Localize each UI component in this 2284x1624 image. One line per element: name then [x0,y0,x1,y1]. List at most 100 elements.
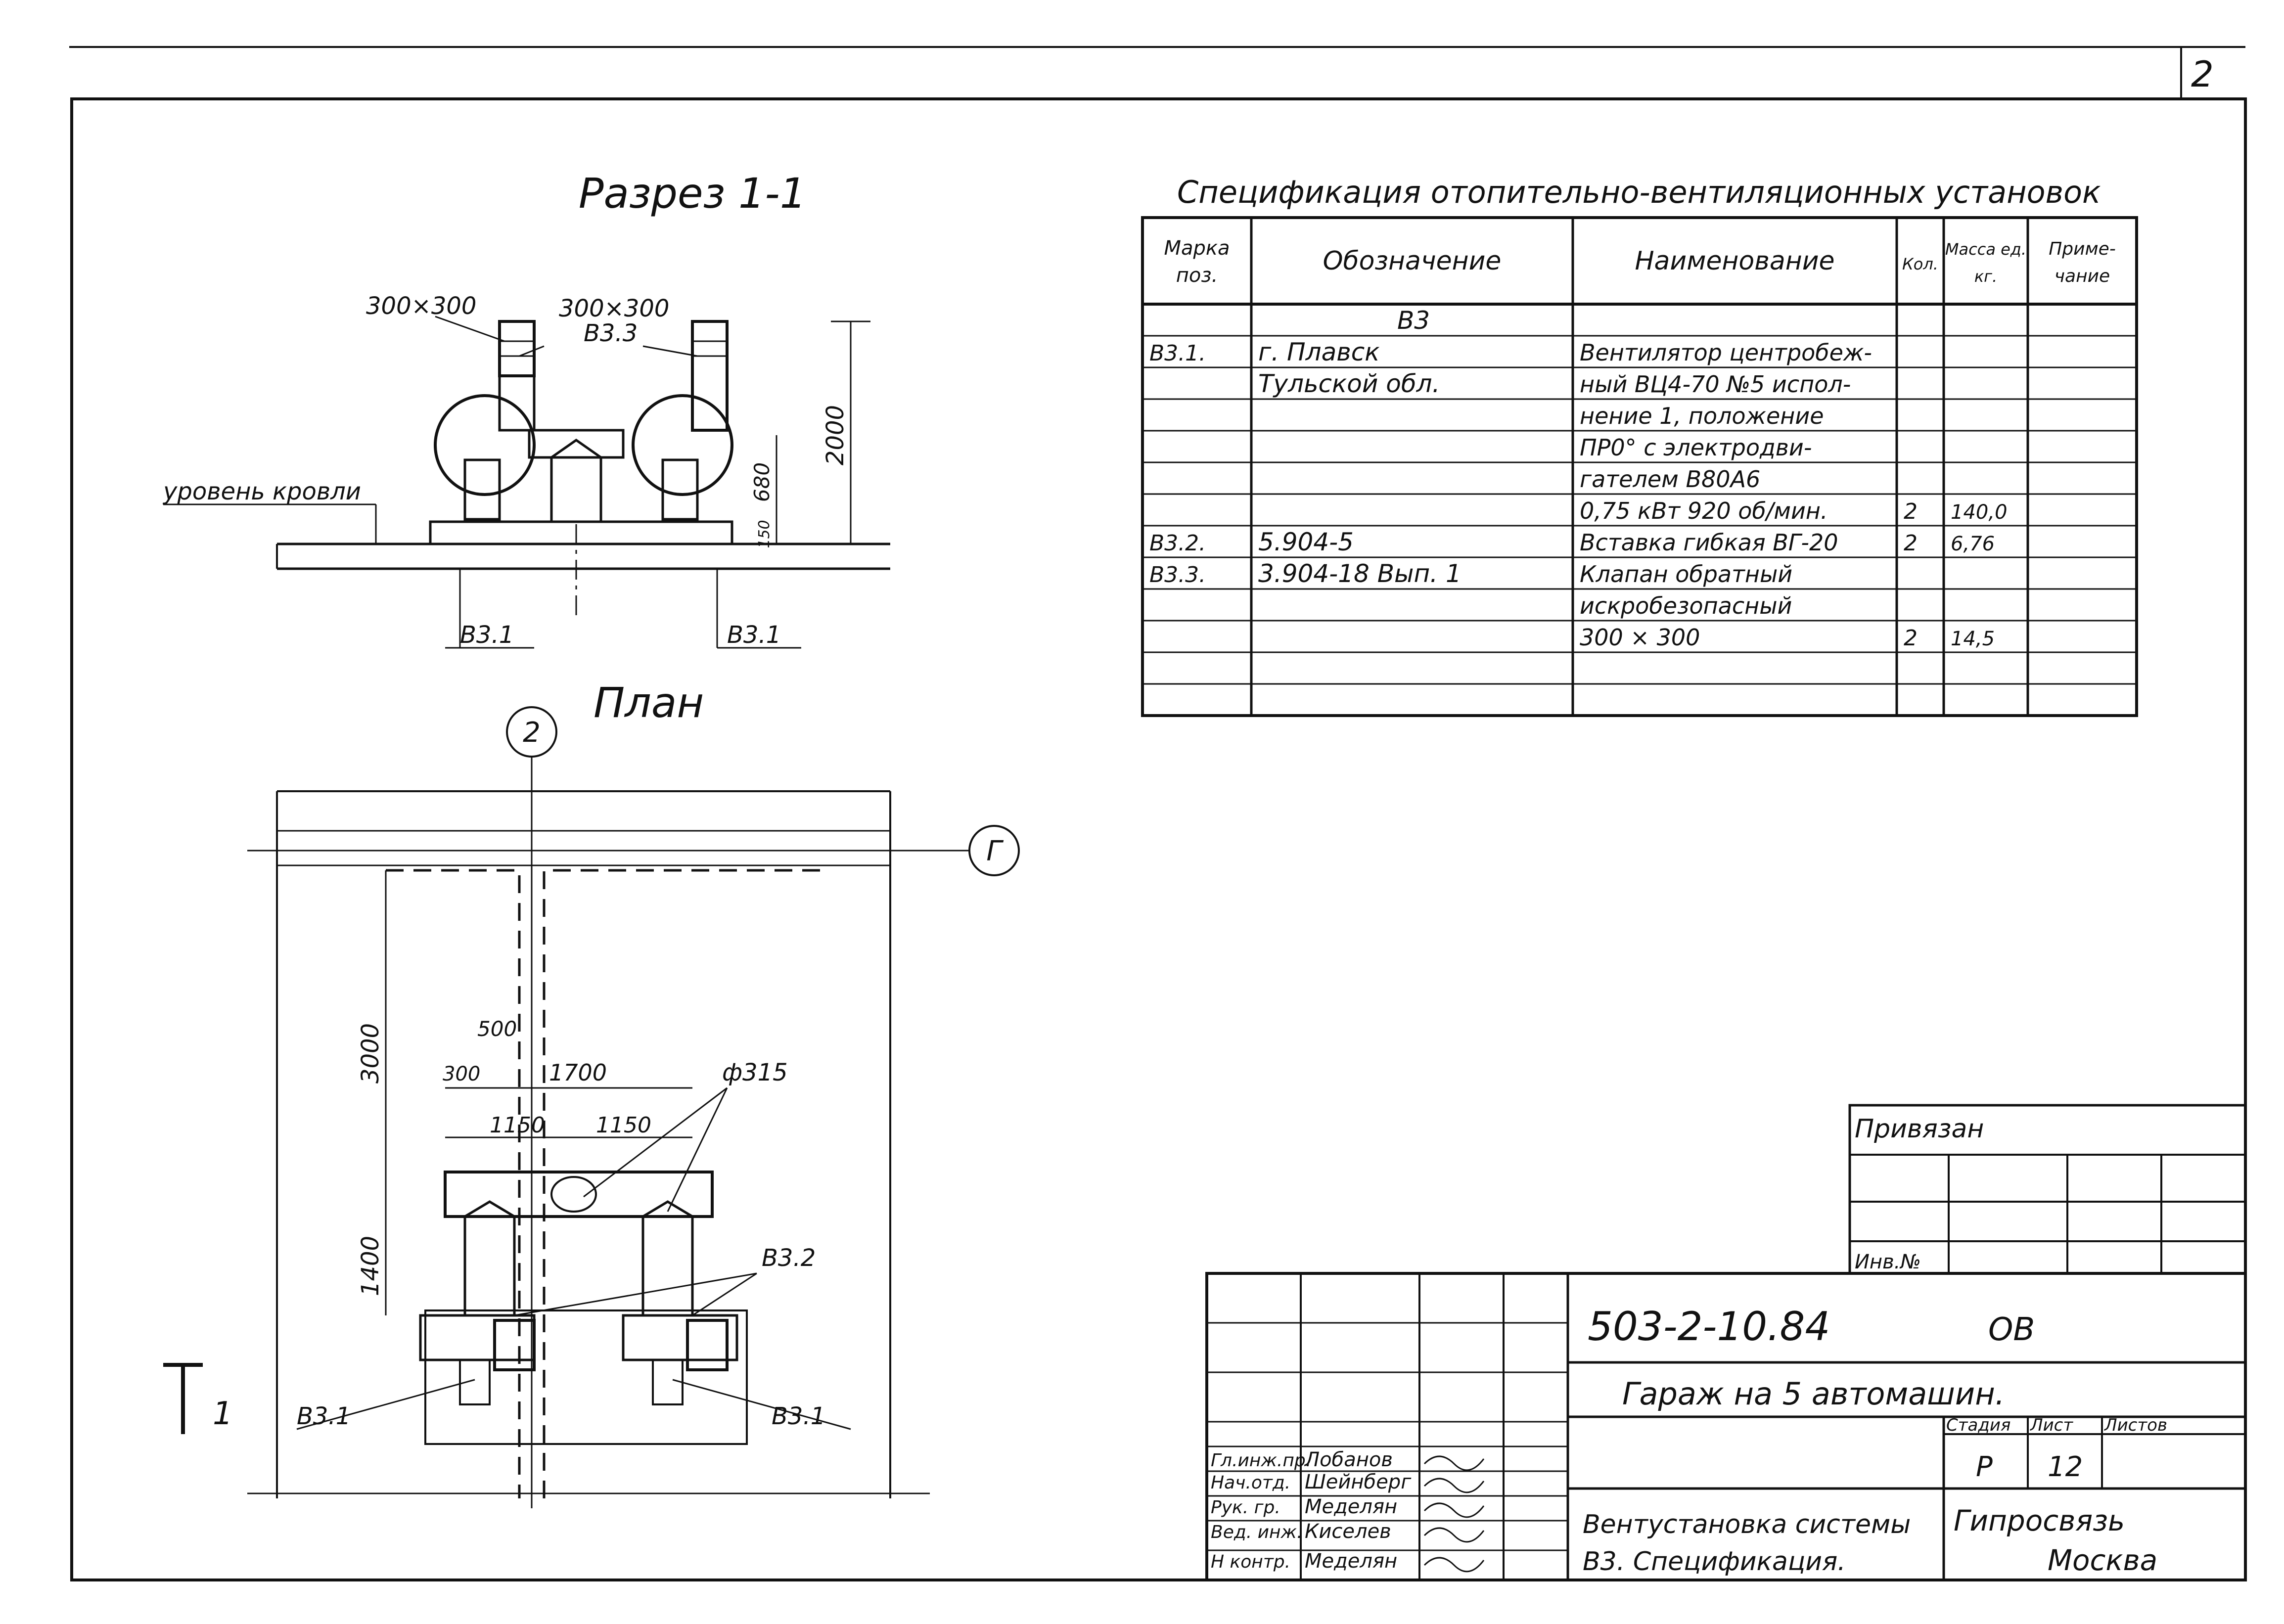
corner-sheet-number: 2 [2191,53,2214,95]
dim-680: 680 [750,462,774,502]
spec-cell-r10-c3: 2 [1904,626,1918,651]
spec-cell-r3-c2: нение 1, положение [1580,403,1824,429]
spec-header-0: поз. [1176,264,1218,287]
stage-label: Стадия [1946,1415,2010,1435]
spec-header-1: Обозначение [1323,246,1502,276]
spec-cell-r7-c2: Вставка гибкая ВГ-20 [1580,529,1838,556]
spec-cell-r9-c2: искробезопасный [1580,592,1792,619]
dim-diameter: ф315 [722,1059,788,1086]
staff-role: Рук. гр. [1211,1497,1280,1518]
spec-cell-r1-c1: г. Плавск [1258,338,1379,366]
motor-right [661,458,699,521]
spec-cell-r6-c4: 140,0 [1951,501,2008,524]
document-mark: ОВ [1988,1311,2035,1348]
spec-cell-r8-c1: 3.904-18 Вып. 1 [1258,559,1462,588]
drawing-frame [70,97,2247,1581]
spec-cell-r7-c1: 5.904-5 [1258,528,1354,556]
spec-cell-r8-c0: В3.3. [1149,562,1206,587]
roof-level-label: уровень кровли [162,478,361,505]
leader [435,316,505,342]
spec-header-5: Приме- [2049,239,2116,259]
leader [667,1087,728,1212]
dim-500: 500 [477,1017,517,1041]
title-block-frame [1205,1272,2247,1581]
dim-1400: 1400 [357,1236,384,1296]
staff-name: Лобанов [1304,1448,1393,1471]
spec-header-4: кг. [1974,267,1997,286]
frame-beam [528,429,625,459]
stage-value: Р [1976,1451,1993,1483]
spec-header-4: Масса ед. [1945,240,2026,259]
spec-cell-r6-c2: 0,75 кВт 920 об/мин. [1580,497,1828,524]
plan-title: План [594,678,704,727]
spec-cell-r2-c2: ный ВЦ4-70 №5 испол- [1580,371,1851,398]
spec-cell-r7-c4: 6,76 [1951,533,1995,555]
plan-callout-right: В3.1 [772,1402,825,1430]
staff-role: Нач.отд. [1211,1473,1290,1493]
sheet-value: 12 [2048,1451,2083,1483]
dim-150: 150 [756,520,773,548]
signature-icon [1423,1502,1485,1518]
dim-2000: 2000 [822,405,849,465]
staff-name: Киселев [1305,1520,1391,1543]
spec-cell-r7-c0: В3.2. [1149,531,1206,556]
signature-icon [1423,1557,1485,1573]
sheet-label: Лист [2029,1415,2073,1435]
support-frame [429,520,733,545]
plan-base-outline [424,1309,748,1445]
staff-role: Вед. инж. [1211,1522,1302,1542]
dim-300: 300 [443,1063,480,1085]
spec-cell-r1-c0: В3.1. [1149,341,1206,366]
motor-left [463,458,501,521]
dim-1700: 1700 [549,1059,607,1086]
plan-view: План 2 Г 3000 1400 50 [163,678,1020,1508]
staff-role: Гл.инж.пр. [1211,1450,1311,1471]
spec-cell-r6-c3: 2 [1904,499,1918,524]
dim-3000: 3000 [357,1023,384,1083]
duct-opening [550,1176,597,1213]
plan-callout-insert: В3.2 [762,1244,816,1272]
inventory-label: Инв.№ [1855,1251,1921,1273]
frame-post [550,438,602,522]
section-callout-left: В3.1 [460,621,514,649]
dim-1150-b: 1150 [596,1113,651,1138]
motor-plan-right [652,1359,684,1405]
axis-letter: Г [986,835,1004,867]
specification-table: Спецификация отопительно-вентиляционных … [1141,174,2138,717]
staff-role: Н контр. [1211,1552,1290,1572]
fan-housing-right [632,394,733,496]
dim-1150-a: 1150 [490,1113,545,1138]
leader [519,345,545,357]
section-callout-right: В3.1 [727,621,781,649]
project-title: Гараж на 5 автомашин. [1622,1376,2005,1412]
spec-cell-r8-c2: Клапан обратный [1580,561,1792,587]
valve-mark: В3.3 [584,319,638,347]
spec-cell-r7-c3: 2 [1904,531,1918,556]
spec-title: Спецификация отопительно-вентиляционных … [1177,174,2101,210]
leader [296,1379,475,1430]
hidden-beams [386,869,821,1498]
description-line-2: В3. Спецификация. [1583,1547,1846,1577]
organisation-name: Гипросвязь [1954,1504,2125,1537]
section-title: Разрез 1-1 [579,169,806,218]
binding-title: Привязан [1855,1114,1984,1144]
staff-name: Меделян [1305,1550,1397,1573]
plan-frame-beam [444,1171,714,1218]
section-mark-arrow [163,1363,203,1434]
axis-number: 2 [523,717,541,749]
fan-plan-right [641,1200,694,1317]
signature-icon [1423,1478,1485,1493]
spec-header-5: чание [2055,266,2110,286]
fan-housing-left [434,394,536,496]
fan-body-right [622,1314,738,1361]
spec-grid [1141,216,2138,717]
fan-outlet-right [691,320,729,432]
description-line-1: Вентустановка системы [1583,1510,1911,1539]
spec-header-3: Кол. [1902,255,1938,273]
document-code: 503-2-10.84 [1588,1304,1830,1350]
spec-cell-r10-c4: 14,5 [1951,628,1995,650]
